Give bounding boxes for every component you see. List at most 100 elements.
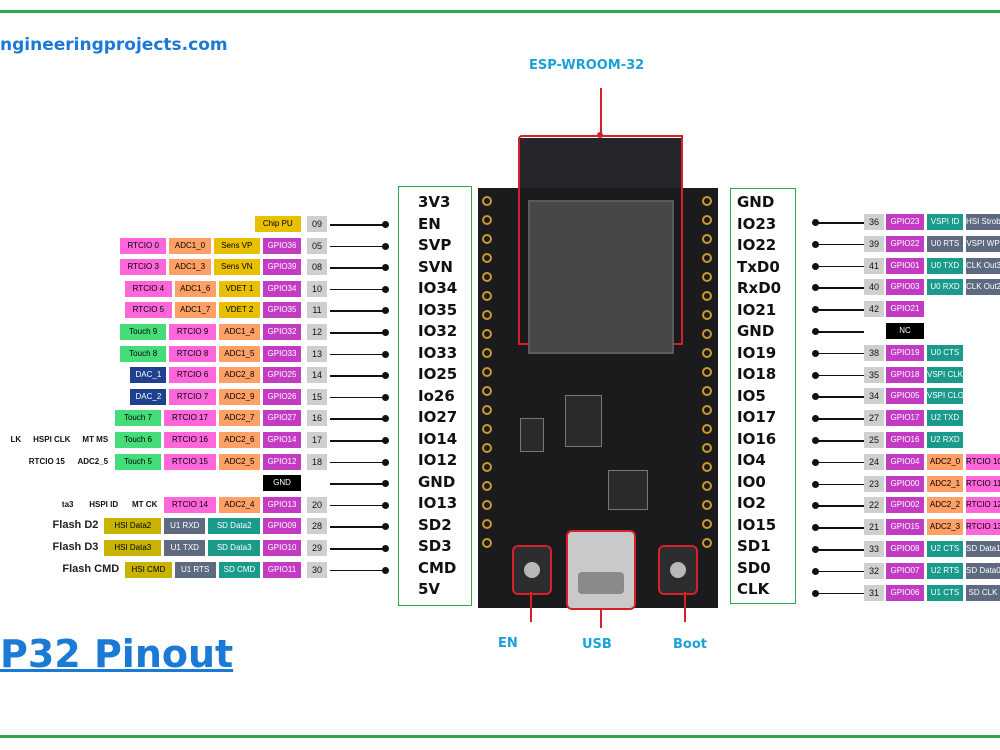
pin-number-badge: 41 (864, 257, 884, 274)
connector-dot (812, 240, 819, 248)
left-pin-name: 5V (418, 580, 441, 598)
pin-function-tag: RTCIO 6 (169, 367, 216, 384)
connector-dot (812, 219, 819, 226)
usb-label: USB (582, 637, 612, 652)
pin-function-tag: GPIO21 (886, 301, 924, 318)
pin-function-tag: U1 RTS (174, 561, 216, 578)
left-pin-name: SD2 (418, 515, 452, 534)
pin-function-tag: GPIO34 (263, 280, 301, 297)
pin-function-tag: GPIO39 (263, 259, 301, 276)
en-button-label: EN (498, 636, 518, 651)
pin-function-tag: SD CLK (966, 584, 1000, 601)
connector-line (816, 592, 864, 595)
pin-number-badge: 35 (864, 366, 884, 383)
usb-connector (566, 530, 636, 610)
pin-function-tag: ADC1_0 (169, 237, 211, 254)
connector-dot (382, 393, 389, 401)
right-pin-name: GND (737, 193, 775, 211)
pin-function-tag: RTCIO 17 (164, 410, 216, 427)
pin-function-tag: NC (886, 323, 924, 339)
board-pad (482, 291, 492, 301)
bottom-border (0, 735, 1000, 738)
pin-function-tag: VSPI ID (927, 214, 963, 230)
left-pin-name: SVP (418, 236, 452, 254)
pin-function-tag: HSPI ID (82, 496, 126, 513)
board-pad (702, 519, 712, 529)
pin-function-tag: ADC2_5 (218, 453, 260, 470)
pin-function-tag: GPIO09 (263, 518, 301, 535)
connector-line (816, 243, 864, 246)
usb-pointer-line (600, 610, 602, 628)
rf-shield (528, 200, 674, 354)
pin-function-tag: GPIO17 (886, 410, 924, 427)
pin-function-tag: RTCIO 9 (169, 324, 216, 340)
pin-function-tag: ADC2_2 (927, 497, 963, 514)
pin-function-tag: RTCIO 16 (164, 432, 216, 448)
pin-function-tag: MT MS (78, 432, 112, 448)
right-pin-name: IO19 (737, 343, 777, 362)
right-pin-name: IO21 (737, 300, 777, 319)
pin-function-tag: U1 CTS (927, 584, 963, 601)
connector-line (816, 440, 864, 442)
connector-dot (382, 458, 389, 466)
pin-function-tag: DAC_2 (130, 388, 167, 405)
pin-number-badge: 33 (864, 541, 884, 557)
board-pad (702, 348, 712, 358)
connector-line (816, 222, 864, 224)
board-pad (482, 443, 492, 453)
pin-number-badge: 39 (864, 235, 884, 252)
pin-function-tag: VSPI CLO (927, 388, 963, 405)
left-pin-name: IO13 (418, 494, 458, 512)
pin-number-badge: 08 (307, 259, 327, 276)
connector-line (330, 526, 385, 528)
right-pin-name: SD1 (737, 537, 771, 555)
connector-line (816, 396, 864, 398)
pin-number-badge: 18 (307, 453, 327, 470)
connector-dot (812, 393, 819, 401)
left-pin-name: SVN (418, 257, 453, 276)
pin-number-badge: 22 (864, 497, 884, 514)
connector-dot (382, 242, 389, 250)
board-pad (702, 405, 712, 415)
pin-function-tag: ADC1_3 (169, 259, 211, 276)
connector-dot (382, 480, 389, 488)
right-pin-box (730, 188, 796, 604)
pin-function-tag: Sens VN (213, 259, 260, 276)
module-label: ESP-WROOM-32 (529, 58, 645, 73)
pin-function-tag: GPIO13 (263, 496, 301, 513)
connector-line (816, 570, 864, 573)
pin-number-badge: 05 (307, 237, 327, 254)
connector-line (816, 461, 864, 464)
connector-line (330, 310, 385, 312)
pin-number-badge: 17 (307, 432, 327, 448)
board-pad (482, 538, 492, 548)
pin-function-tag: LK (6, 432, 25, 448)
pin-function-tag: VDET 1 (218, 280, 260, 297)
pin-function-tag: RTCIO 4 (125, 280, 172, 297)
pin-function-tag: HSI CMD (125, 561, 172, 578)
pin-function-tag: SD Data3 (208, 540, 260, 556)
connector-dot (382, 437, 389, 444)
pin-function-tag: GPIO04 (886, 453, 924, 470)
connector-line (330, 288, 385, 291)
pin-function-tag: DAC_1 (130, 367, 167, 384)
connector-dot (382, 415, 389, 423)
pin-function-tag: U2 RXD (927, 432, 963, 448)
right-pin-name: IO2 (737, 494, 766, 512)
pin-number-badge: 21 (864, 519, 884, 536)
pin-function-tag: U0 TXD (927, 257, 963, 274)
pin-number-badge: 14 (307, 367, 327, 384)
connector-dot (382, 501, 389, 509)
connector-dot (812, 502, 819, 510)
connector-line (816, 527, 864, 529)
site-name: ngineeringprojects.com (0, 35, 228, 55)
pin-number-badge: 40 (864, 279, 884, 296)
pin-function-tag: GPIO26 (263, 388, 301, 405)
pin-function-tag: Sens VP (213, 237, 260, 254)
connector-line (816, 331, 864, 333)
connector-dot (812, 546, 819, 553)
pin-function-tag: GPIO02 (886, 497, 924, 514)
right-pin-name: IO23 (737, 214, 777, 233)
boot-switch-button (670, 562, 686, 578)
connector-dot (382, 285, 389, 293)
